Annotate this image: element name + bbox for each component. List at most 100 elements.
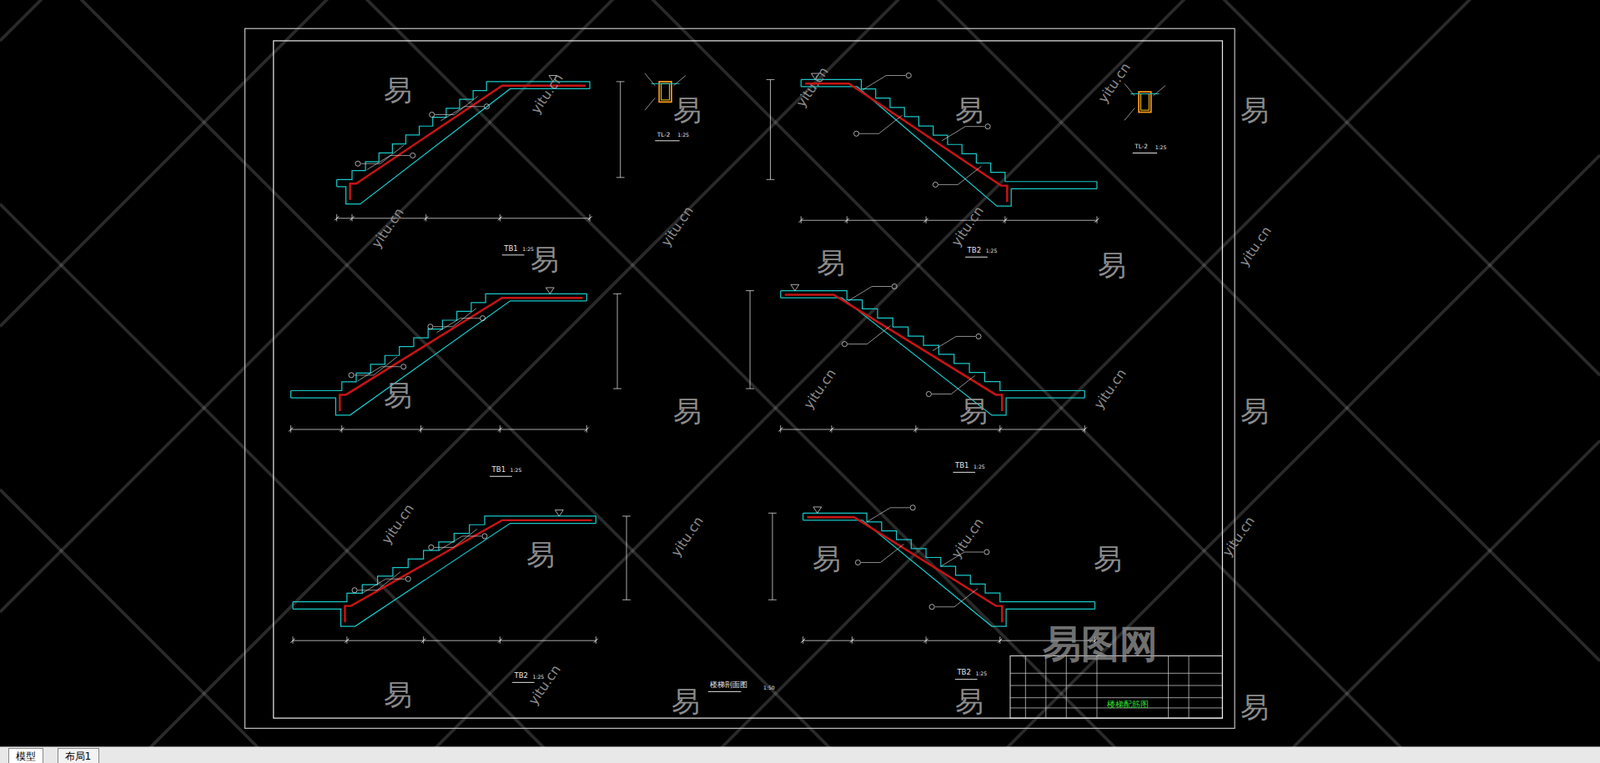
- dimension-tick: [845, 218, 850, 223]
- dimension-tick: [613, 388, 622, 390]
- leader-line: [433, 308, 477, 328]
- slab-end: [802, 513, 804, 521]
- watermark-text: yitu.cn: [1237, 224, 1274, 269]
- callout-circle: [410, 152, 416, 158]
- dimension-tick: [291, 638, 296, 644]
- leader-line: [848, 286, 891, 301]
- watermark-text: 易: [959, 397, 988, 426]
- leader-line: [1152, 85, 1166, 96]
- title-block: [1010, 656, 1223, 720]
- title-grid: [1188, 656, 1190, 720]
- dimension-line: [617, 293, 619, 389]
- watermark-text: 易: [955, 95, 984, 125]
- tab-label: 模型: [15, 749, 36, 763]
- watermark-line: [0, 440, 1600, 763]
- dimension-tick: [829, 427, 834, 433]
- callout-circle: [891, 283, 897, 289]
- dimension-tick: [924, 638, 929, 644]
- watermark-text: 易: [1093, 544, 1123, 574]
- drawing-title: TB1: [955, 462, 970, 470]
- watermark-text: 易图网: [1042, 624, 1158, 664]
- callout-circle: [976, 333, 982, 339]
- slab-bottom: [803, 520, 1096, 627]
- leader-line: [1124, 108, 1135, 121]
- slab-bottom: [337, 88, 590, 204]
- drawing-title: TB1: [492, 466, 507, 474]
- slab-end: [1094, 602, 1096, 610]
- slab-end: [595, 516, 597, 524]
- dimension-tick: [850, 638, 855, 644]
- stair-section: [291, 510, 631, 645]
- title-underline: [1132, 152, 1158, 154]
- callout-circle: [480, 316, 486, 322]
- step-outline: [800, 79, 1097, 182]
- title-grid: [1010, 697, 1223, 699]
- dimension-tick: [339, 427, 344, 433]
- watermark-text: 易: [1240, 397, 1269, 426]
- dimension-tick: [334, 216, 339, 221]
- leader-line: [862, 75, 906, 91]
- watermark-text: 易: [383, 680, 413, 710]
- dimension-tick: [350, 216, 355, 221]
- watermark-line: [0, 155, 1600, 763]
- slab-end: [336, 179, 338, 187]
- dimension-line: [771, 513, 773, 600]
- leader-line: [938, 166, 982, 185]
- callout-circle: [428, 544, 434, 550]
- watermark-text: 易: [1097, 251, 1127, 280]
- leader-line: [361, 145, 404, 164]
- beam-section: [659, 81, 672, 102]
- callout-circle: [355, 161, 361, 167]
- watermark-text: yitu.cn: [794, 65, 831, 110]
- leader-line: [434, 95, 478, 115]
- title-grid: [1096, 656, 1097, 720]
- drawing-title: 1:25: [677, 132, 690, 138]
- watermark-text: 易: [383, 381, 413, 410]
- rebar-line: [805, 83, 1007, 202]
- watermark-text: 易: [526, 540, 555, 569]
- slab-end: [1084, 391, 1086, 399]
- dimension-tick: [288, 427, 293, 433]
- watermark-text: yitu.cn: [949, 203, 987, 248]
- watermark-line: [0, 489, 1600, 763]
- drawing-title: TL-2: [657, 131, 671, 138]
- watermark-text: yitu.cn: [379, 502, 417, 547]
- watermark-text: yitu.cn: [659, 203, 696, 248]
- outer-frame: [245, 28, 1236, 729]
- watermark-text: 易: [530, 245, 559, 274]
- layout-tab: 布局1: [57, 748, 100, 763]
- dimension-line: [292, 640, 596, 642]
- dimension-tick: [799, 218, 804, 223]
- title-underline: [654, 140, 680, 141]
- leader-line: [433, 528, 477, 548]
- frames: [0, 28, 1600, 763]
- callout-circle: [401, 364, 407, 370]
- slab-end: [586, 293, 588, 302]
- drawing-title: TB1: [503, 245, 519, 253]
- title-underline: [512, 682, 535, 684]
- title-cell: 楼梯配筋图: [1100, 699, 1156, 712]
- stair-section: [288, 287, 622, 433]
- dimension-tick: [498, 216, 503, 221]
- watermark-text: yitu.cn: [801, 367, 839, 412]
- dimension-tick: [622, 515, 631, 517]
- leader-line: [860, 544, 904, 564]
- title-grid: [1167, 656, 1169, 720]
- title-underline: [955, 679, 978, 680]
- drawing-title: TL-2: [1134, 143, 1148, 150]
- drawing-title: 楼梯剖面图: [709, 681, 748, 690]
- title-underline: [965, 256, 988, 258]
- dimension-tick: [418, 427, 423, 433]
- watermark-line: [0, 0, 1600, 613]
- stirrup: [661, 83, 670, 101]
- leader-line: [644, 73, 655, 86]
- dimension-line: [769, 79, 771, 180]
- dimension-tick: [800, 638, 806, 644]
- tab-bar: [0, 746, 1600, 763]
- watermark-line: [0, 0, 1600, 41]
- leader-line: [847, 326, 891, 345]
- slab-end: [290, 391, 292, 399]
- dimension-tick: [766, 179, 775, 181]
- leader-line: [437, 318, 480, 333]
